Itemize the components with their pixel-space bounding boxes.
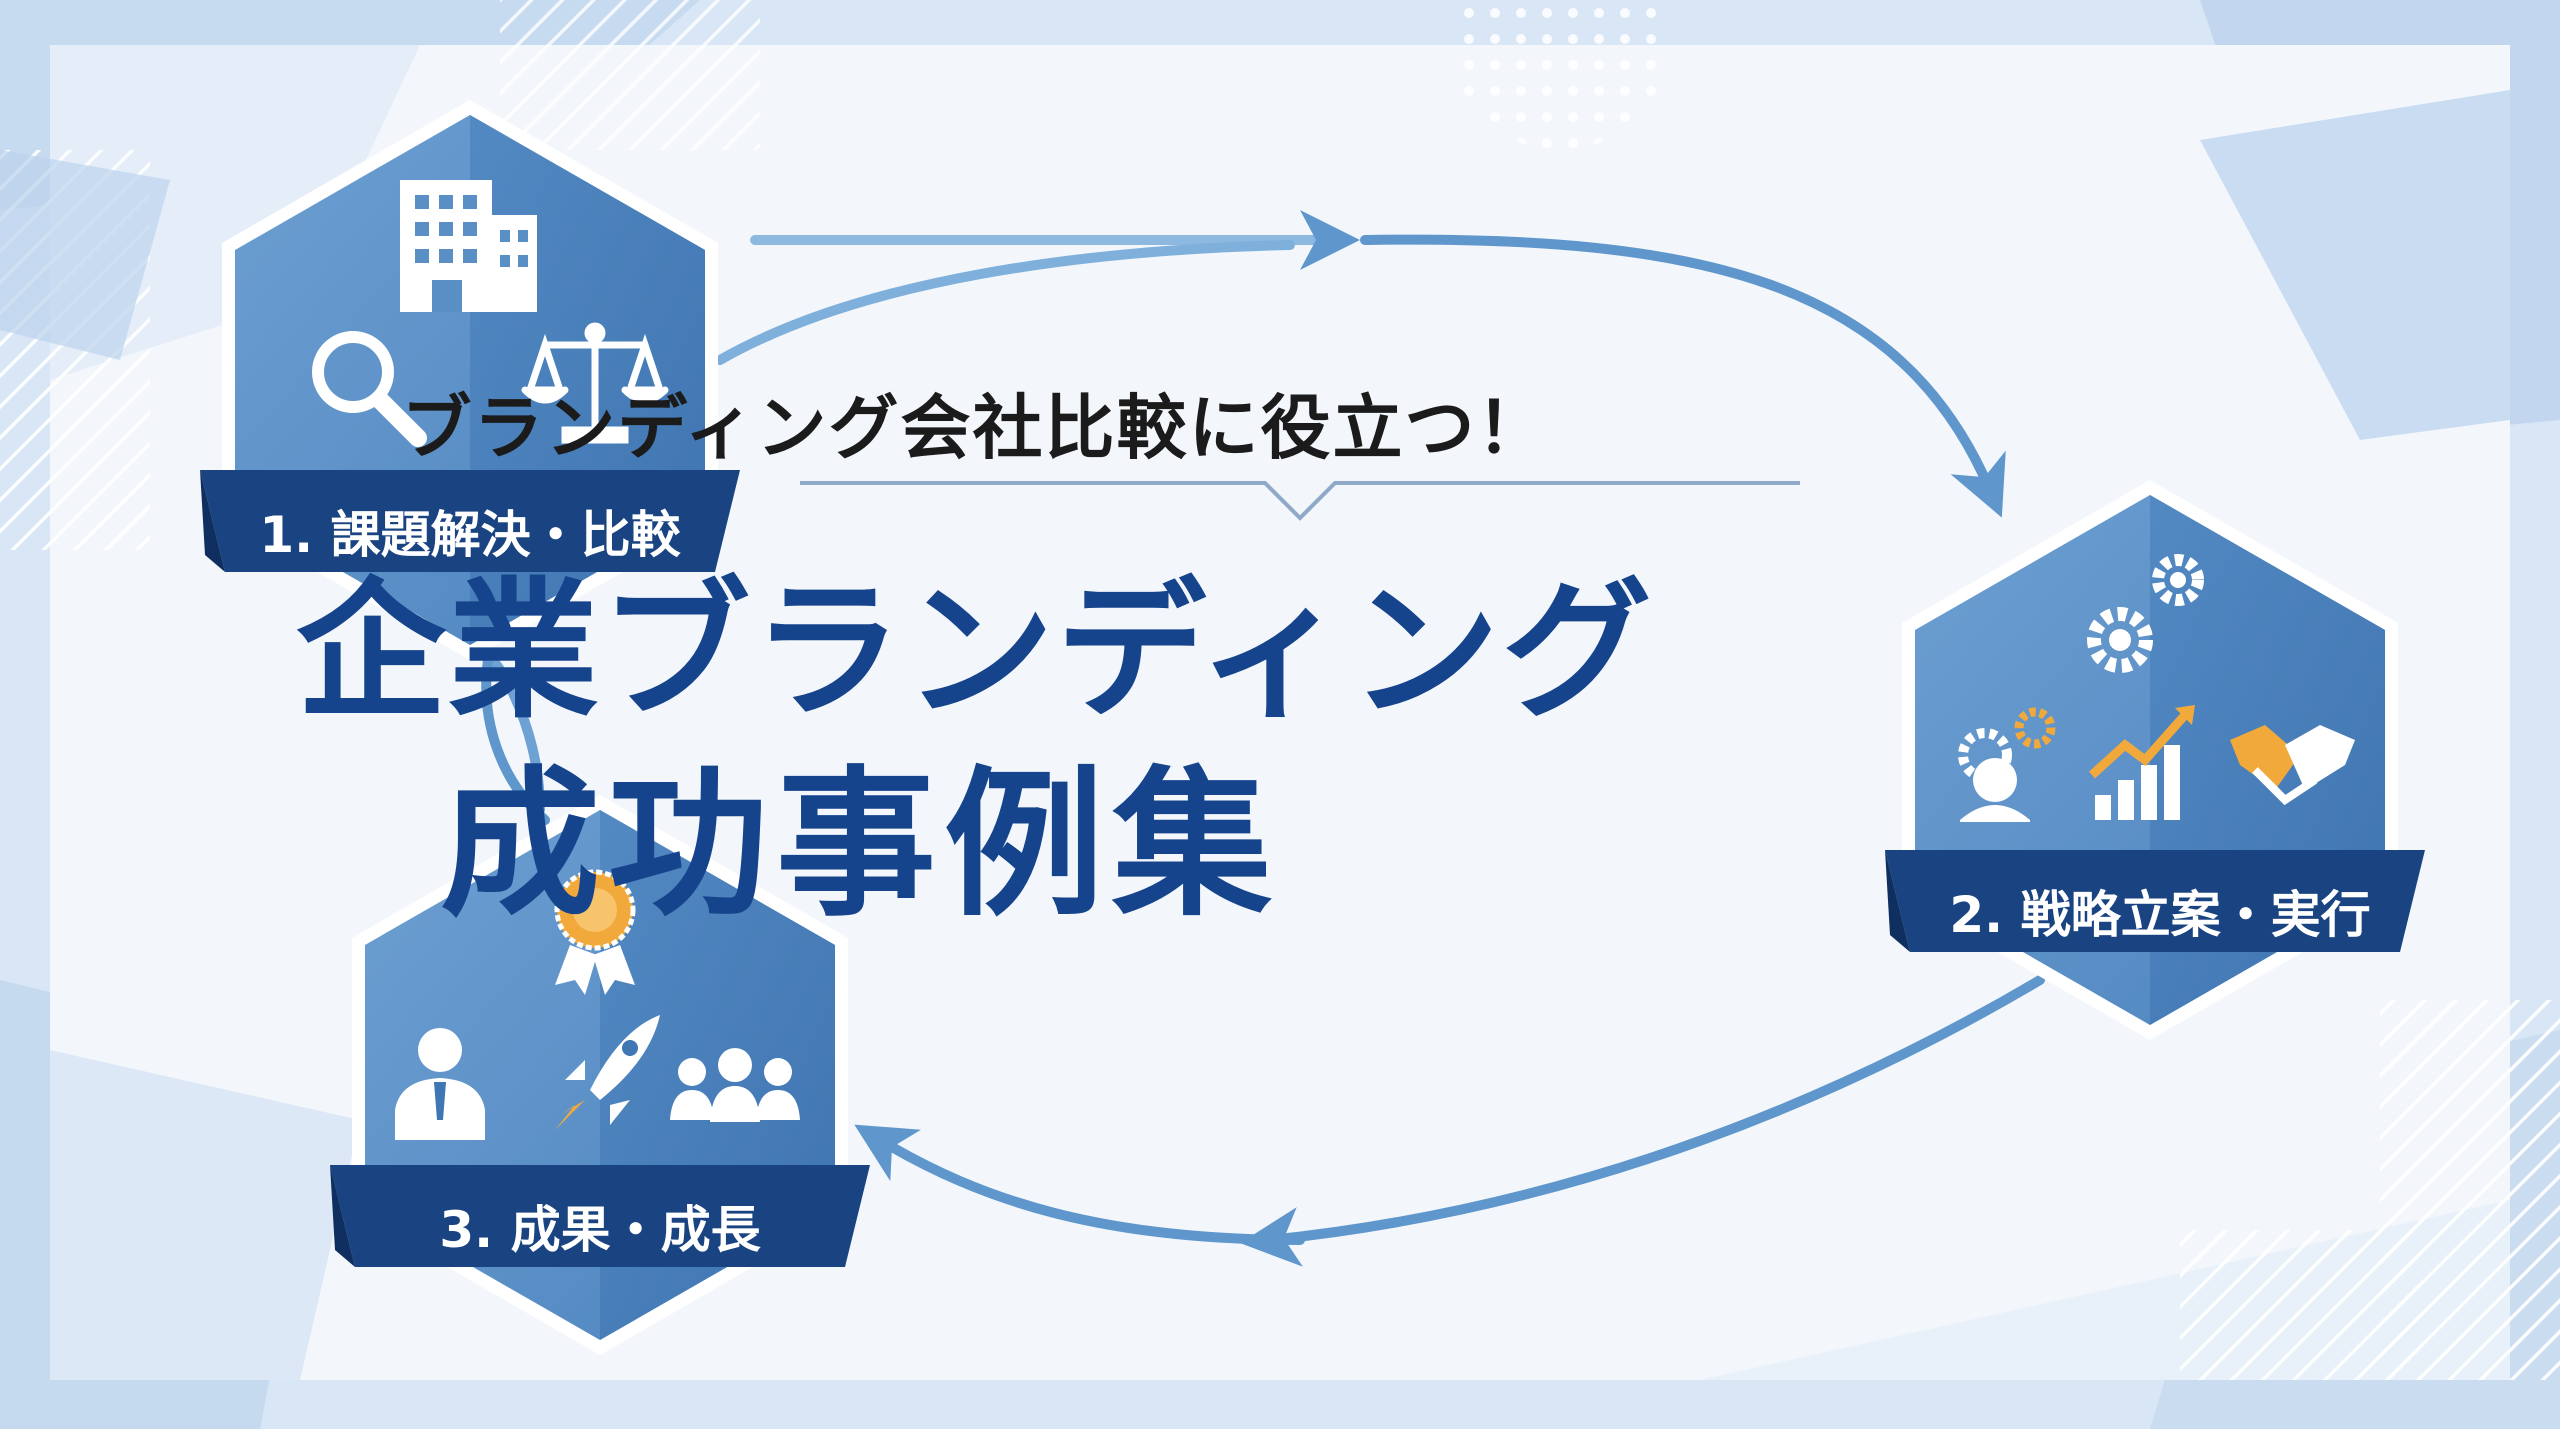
magnifier-icon <box>312 331 427 447</box>
handshake-icon <box>2230 725 2355 806</box>
arrow-left-arc <box>481 655 550 825</box>
step-3-label: 3. 成果・成長 <box>439 1201 761 1259</box>
page-title-line-1: 企業ブランディング <box>296 565 1654 739</box>
cycle-arrows <box>481 210 2045 1267</box>
step-1-hexagon <box>200 100 740 660</box>
person-gear-icon <box>1958 707 2056 822</box>
office-building-icon <box>400 180 537 312</box>
growth-chart-icon <box>2088 705 2195 820</box>
arrow-1-to-2 <box>1360 234 2006 518</box>
team-icon <box>670 1048 800 1122</box>
page-title-line-2: 成功事例集 <box>439 751 1280 938</box>
gears-icon <box>2087 554 2204 673</box>
award-medal-icon <box>554 869 636 995</box>
rocket-icon <box>555 1015 660 1130</box>
step-1-label: 1. 課題解決・比較 <box>259 506 681 564</box>
subtitle-divider <box>800 481 1800 521</box>
scales-icon <box>521 322 669 444</box>
step-3-hexagon <box>330 795 870 1355</box>
businessperson-icon <box>395 1028 485 1140</box>
arrow-2-to-3 <box>1240 975 2045 1267</box>
arrow-2-to-3-lower <box>854 1124 1305 1245</box>
arrow-1-inner-curve <box>715 240 1295 365</box>
step-2-hexagon <box>1885 480 2425 1040</box>
subtitle: ブランディング会社比較に役立つ！ <box>401 387 1549 469</box>
step-2-label: 2. 戦略立案・実行 <box>1949 886 2371 944</box>
